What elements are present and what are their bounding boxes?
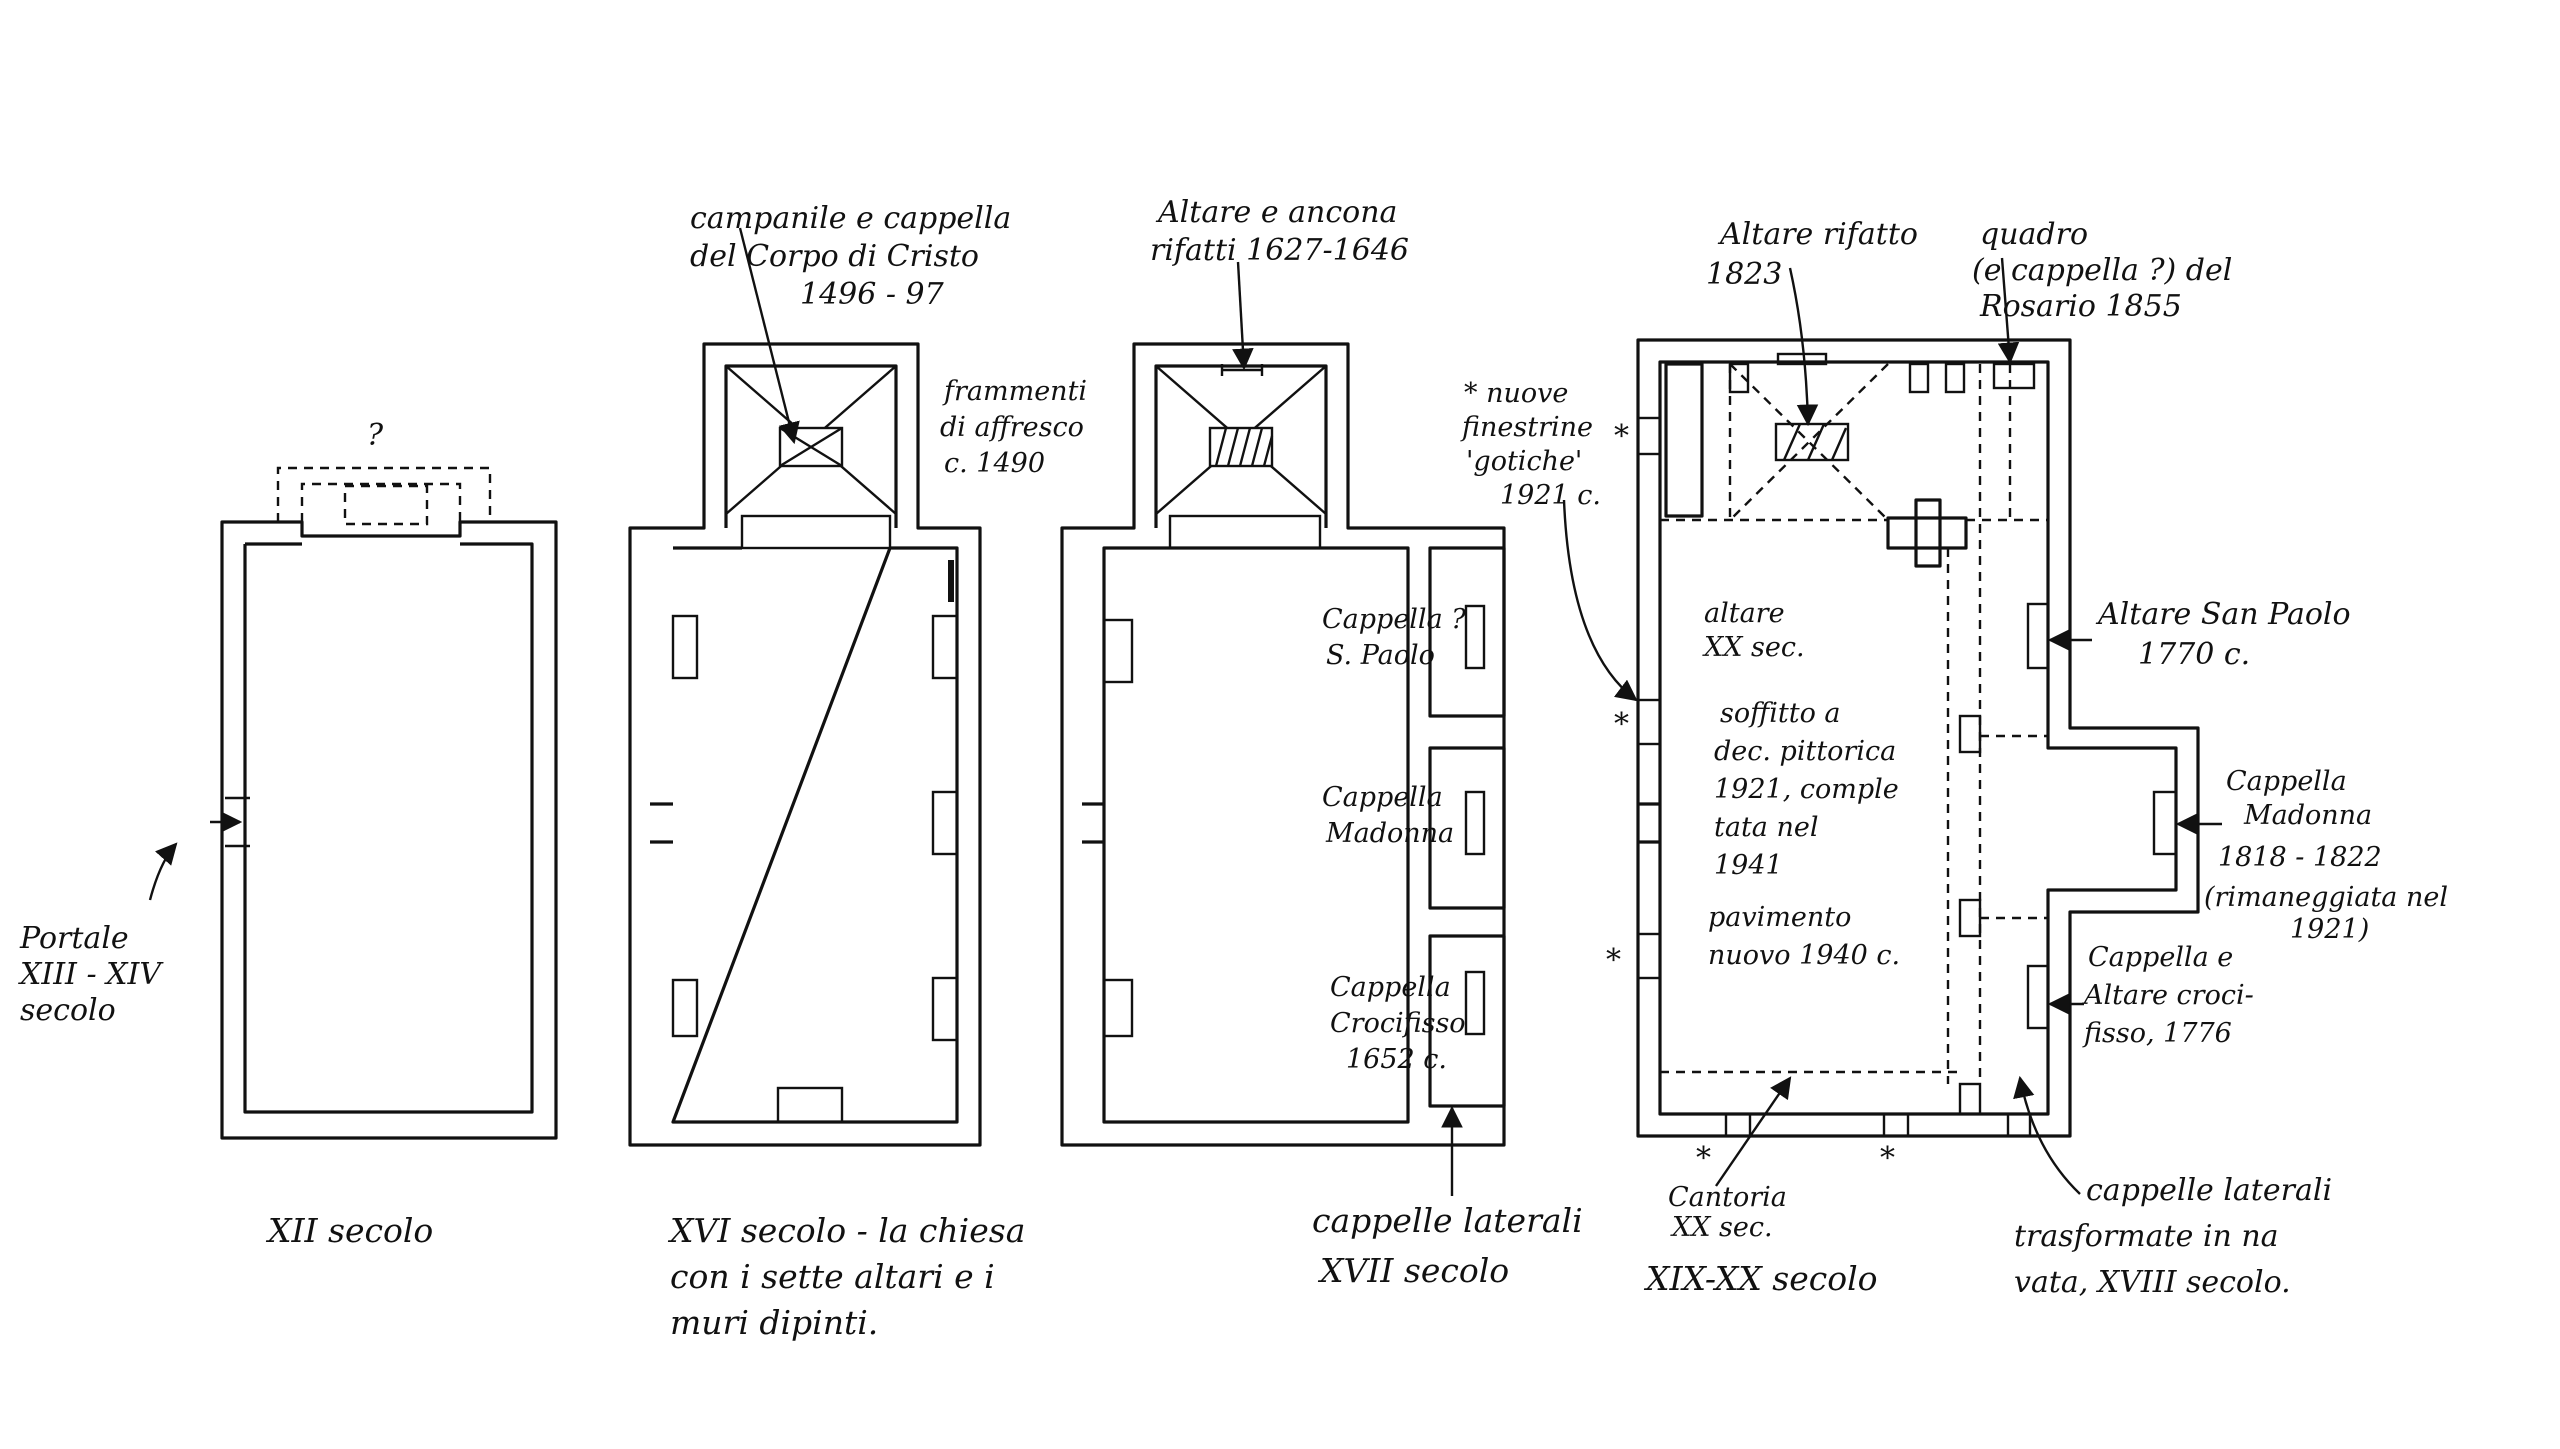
plan2-outer-wall [628,342,982,1147]
plan4-altare-paolo-label: Altare San Paolo 1770 c. [2095,597,2360,672]
plan1-caption: XII secolo [265,1211,433,1250]
plan4-window [1636,416,1662,456]
plan2-campanile-label: campanile e cappella del Corpo di Cristo… [690,201,1021,312]
plan3-cappella-crocifisso-label: Cappella Crocifisso 1652 c. [1330,972,1474,1075]
plan4-madonna-altar [2152,790,2178,856]
plan4-cantoria-label: Cantoria XX sec. [1668,1182,1795,1243]
plan1-question-mark: ? [367,418,384,453]
plan4-soffitto-label: soffitto a dec. pittorica 1921, comple t… [1714,698,1907,881]
plan4-quadro [1992,362,2036,390]
plan2-campanile-leader [738,227,800,445]
plan-xix-xx-secolo: Altare rifatto 1823 quadro (e cappella ?… [1460,217,2457,1300]
plan4-cappelle-trasf-label: cappelle laterali trasformate in na vata… [2014,1173,2342,1300]
plan3-outer-wall [1060,342,1506,1147]
plan4-side-altar [2026,964,2050,1030]
plan4-window [1636,932,1662,980]
plan2-portal-gap [650,802,673,844]
plan3-chapel-altar [1464,970,1486,1036]
plan3-altare-label: Altare e ancona rifatti 1627-1646 [1150,195,1409,268]
plan-xvii-secolo: Altare e ancona rifatti 1627-1646 Cappel… [1060,195,1593,1290]
plan4-left-chapel [1664,362,1704,518]
plan4-outer-wall [1636,338,2200,1138]
plan4-pier [1958,1082,1982,1116]
plan3-altar-hatching [1214,427,1274,467]
plan4-window [1724,1112,1752,1138]
plan2-caption: XVI secolo - la chiesa con i sette altar… [667,1211,1036,1342]
plan2-frammenti-label: frammenti di affresco c. 1490 [940,376,1096,479]
plan1-portale-leader [148,842,178,901]
plan3-chapel-altar [1464,790,1486,856]
plan2-side-altar [931,614,959,680]
plan1-inner-wall [243,542,534,1114]
plan4-portal-gap [1638,802,1660,844]
plan4-wall-pier [1944,362,1966,394]
plan4-cappelle-trasf-leader [2013,1075,2081,1195]
plan4-altare-leader [1788,267,1819,427]
plan4-pavimento-label: pavimento nuovo 1940 c. [1708,902,1900,971]
plan4-cappella-madonna-label: Cappella Madonna 1818 - 1822 (rimaneggia… [2204,766,2457,945]
plan3-altare-leader [1232,261,1254,371]
plan3-side-altar [1102,618,1134,684]
plan4-quadro-label: quadro (e cappella ?) del Rosario 1855 [1972,217,2242,324]
plan1-hypothetical-altar [343,484,429,526]
plan4-wall-pier [1728,362,1750,394]
plan4-finestrine-leader [1562,499,1638,702]
plan3-caption: cappelle laterali XVII secolo [1312,1201,1593,1290]
plan2-side-altar [931,976,959,1042]
plan1-outer-wall [220,520,558,1140]
plan4-cantoria-leader [1715,1076,1792,1187]
plan4-star: * [1880,1141,1895,1176]
plan4-star: * [1696,1141,1711,1176]
plan3-chapel-madonna [1428,746,1506,910]
plan3-bell-tower-tie [1168,514,1322,550]
plan4-star: * [1614,707,1629,742]
plan2-main-door [776,1086,844,1124]
plan1-portale-label: Portale XIII - XIV secolo [18,921,171,1028]
plan4-star: * [1606,943,1621,978]
plan4-vault-dashed [1660,363,2048,1084]
plan-xii-secolo: ? Portale XIII - XIV secolo XII secolo [18,418,558,1250]
plan4-pier-cross [1886,498,1968,568]
plan3-chapel-altar [1464,604,1486,670]
plan4-finestrine-label: * nuove finestrine 'gotiche' 1921 c. [1460,378,1602,511]
plan4-quadro-leader [1997,257,2020,365]
plan-xvi-secolo: campanile e cappella del Corpo di Cristo… [628,201,1096,1342]
plan4-window [1882,1112,1910,1138]
plan4-wall-pier [1908,362,1930,394]
plan3-side-altar [1102,978,1134,1038]
plan2-side-altar [671,614,699,680]
plan4-altar-hatch [1782,423,1848,461]
plan4-star: * [1614,419,1629,454]
plan4-window [2006,1112,2032,1138]
plan4-pier [1958,714,1982,754]
plan2-fresco-fragment [948,560,954,602]
plan1-hypothetical-apse [276,466,492,522]
plan4-altare-xx-label: altare XX sec. [1702,598,1805,663]
plan2-altar-x2 [779,426,843,468]
plan4-pier [1958,898,1982,938]
plan4-altar-top [1776,352,1828,366]
plan3-chapel-crocifisso [1428,934,1506,1108]
plan3-cappella-madonna-label: Cappella Madonna [1322,782,1454,849]
plan4-inner-wall [1658,360,2178,1116]
plan4-window [1636,698,1662,746]
plan2-side-altar [671,978,699,1038]
plan3-portal-gap [1082,802,1104,844]
plan4-caption: XIX-XX secolo [1643,1259,1878,1298]
plan2-side-altar [931,790,959,856]
plan4-side-altar [2026,602,2050,670]
plan3-chapel-paolo [1428,546,1506,718]
plan2-inner-wall [671,364,959,1124]
plan4-altare-rifatto-label: Altare rifatto 1823 [1706,217,1927,292]
plan2-bell-tower-tie [740,514,892,550]
plan4-cappella-altare-label: Cappella e Altare croci- fisso, 1776 [2081,942,2262,1049]
plan3-cappella-paolo-label: Cappella ? S. Paolo [1322,604,1474,671]
